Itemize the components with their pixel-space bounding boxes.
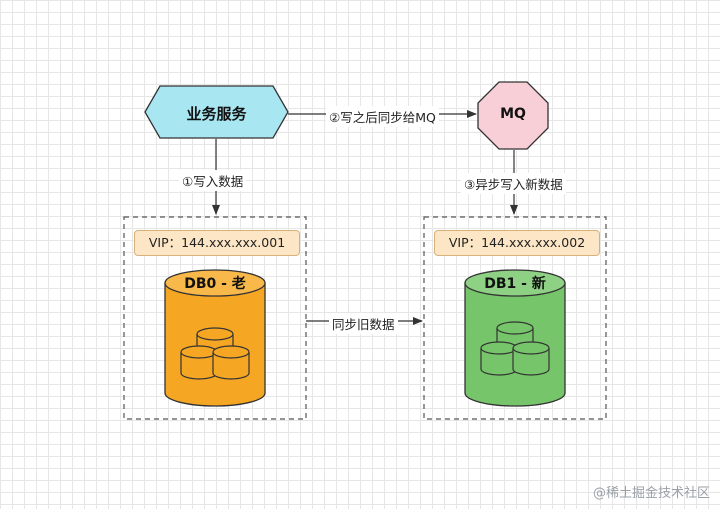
edge-label-sync-old-data: 同步旧数据 bbox=[329, 313, 398, 334]
edge-label-write-data: ①写入数据 bbox=[179, 170, 247, 191]
database-icon bbox=[480, 321, 550, 376]
db-new-vip: VIP：144.xxx.xxx.002 bbox=[434, 230, 600, 256]
db-new-cylinder bbox=[464, 269, 566, 407]
edge-label-async-write-new: ③异步写入新数据 bbox=[461, 173, 566, 194]
mq-label: MQ bbox=[500, 106, 526, 122]
business-service-node bbox=[144, 85, 289, 139]
db-old-vip: VIP：144.xxx.xxx.001 bbox=[134, 230, 300, 256]
business-service-label: 业务服务 bbox=[186, 105, 247, 123]
db-old-container bbox=[123, 216, 307, 420]
edge-label-sync-to-mq: ②写之后同步给MQ bbox=[326, 106, 439, 127]
db-new-container bbox=[423, 216, 607, 420]
db-old-name: DB0 - 老 bbox=[184, 276, 246, 292]
watermark: @稀土掘金技术社区 bbox=[592, 486, 710, 501]
database-icon bbox=[180, 327, 250, 380]
db-new-name: DB1 - 新 bbox=[484, 276, 546, 292]
mq-node bbox=[477, 81, 549, 150]
